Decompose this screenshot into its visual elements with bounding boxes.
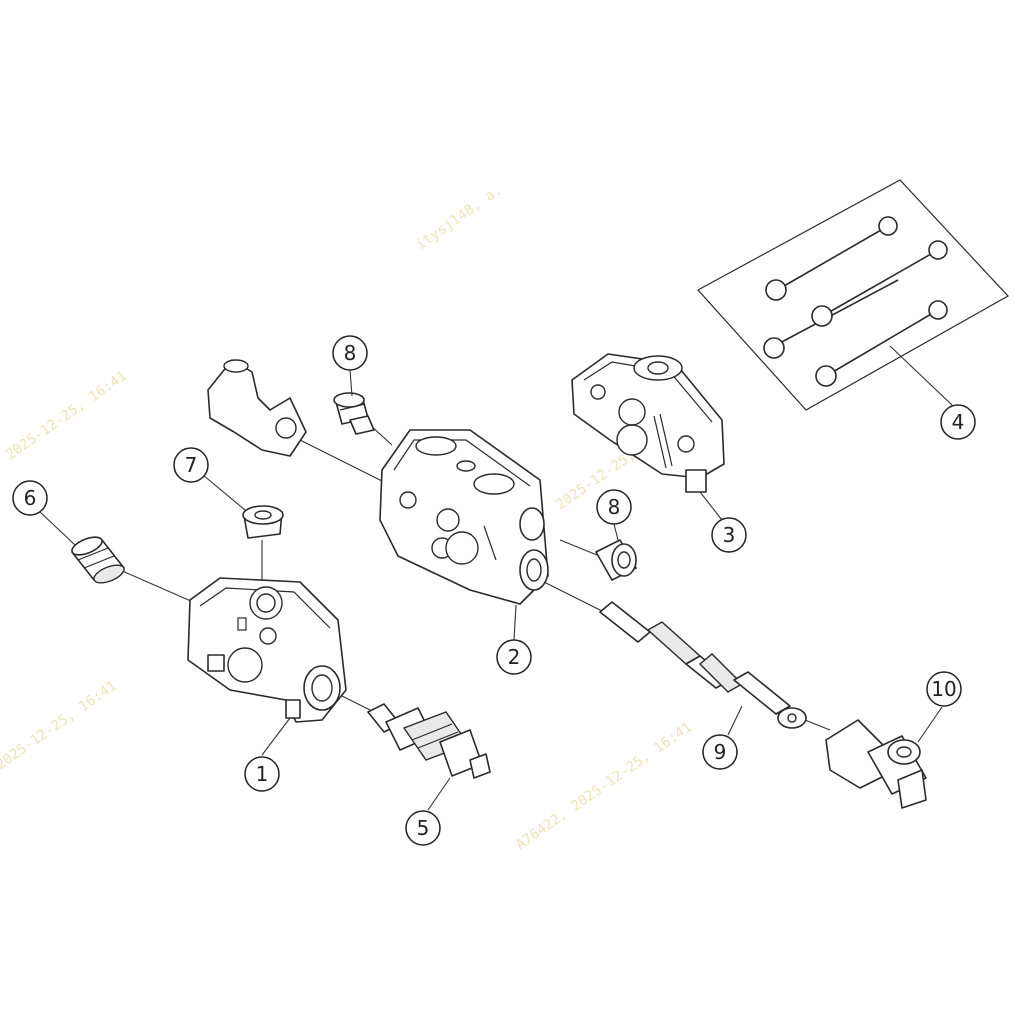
callout-2: 2 — [496, 639, 532, 675]
watermark: 2025-12-25, 16:41 — [0, 678, 120, 773]
callout-3: 3 — [711, 517, 747, 553]
callout-label: 9 — [714, 740, 727, 764]
plug-part-8-upper — [333, 392, 375, 435]
plug-part-8-right — [595, 539, 637, 581]
callout-10: 10 — [926, 671, 962, 707]
end-cap-part-10 — [825, 719, 927, 809]
callout-1: 1 — [244, 756, 280, 792]
callout-label: 1 — [256, 762, 269, 786]
watermark: A76422, 2025-12-25, 16:41 — [513, 719, 695, 853]
callout-label: 4 — [952, 410, 965, 434]
callout-label: 8 — [608, 495, 621, 519]
relief-valve-part-5 — [367, 703, 491, 779]
callout-label: 10 — [931, 677, 956, 701]
callout-5: 5 — [405, 810, 441, 846]
work-section-part-2 — [379, 429, 549, 605]
plug-part-7 — [242, 505, 284, 539]
actuator-upper-left — [207, 359, 307, 457]
watermark-layer: itysj148, a. 2025-12-25, 16:41 A76422, 2… — [0, 182, 695, 853]
callout-leaders — [37, 345, 953, 811]
callout-label: 7 — [185, 453, 198, 477]
plug-part-6 — [71, 536, 125, 584]
callout-6: 6 — [12, 480, 48, 516]
callout-label: 5 — [417, 816, 430, 840]
outlet-section-part-3 — [571, 353, 725, 493]
watermark: itysj148, a. — [413, 182, 505, 253]
tie-rods-part-4 — [697, 179, 1009, 411]
inlet-section-part-1 — [187, 577, 347, 723]
callout-8-right: 8 — [596, 489, 632, 525]
callout-label: 3 — [723, 523, 736, 547]
callout-label: 8 — [344, 341, 357, 365]
callout-8-upper: 8 — [332, 335, 368, 371]
callout-label: 6 — [24, 486, 37, 510]
callout-4: 4 — [940, 404, 976, 440]
spool-part-9 — [599, 601, 807, 729]
callout-7: 7 — [173, 447, 209, 483]
watermark: 2025-12-25, 16:41 — [3, 368, 130, 463]
callout-label: 2 — [508, 645, 521, 669]
callout-9: 9 — [702, 734, 738, 770]
